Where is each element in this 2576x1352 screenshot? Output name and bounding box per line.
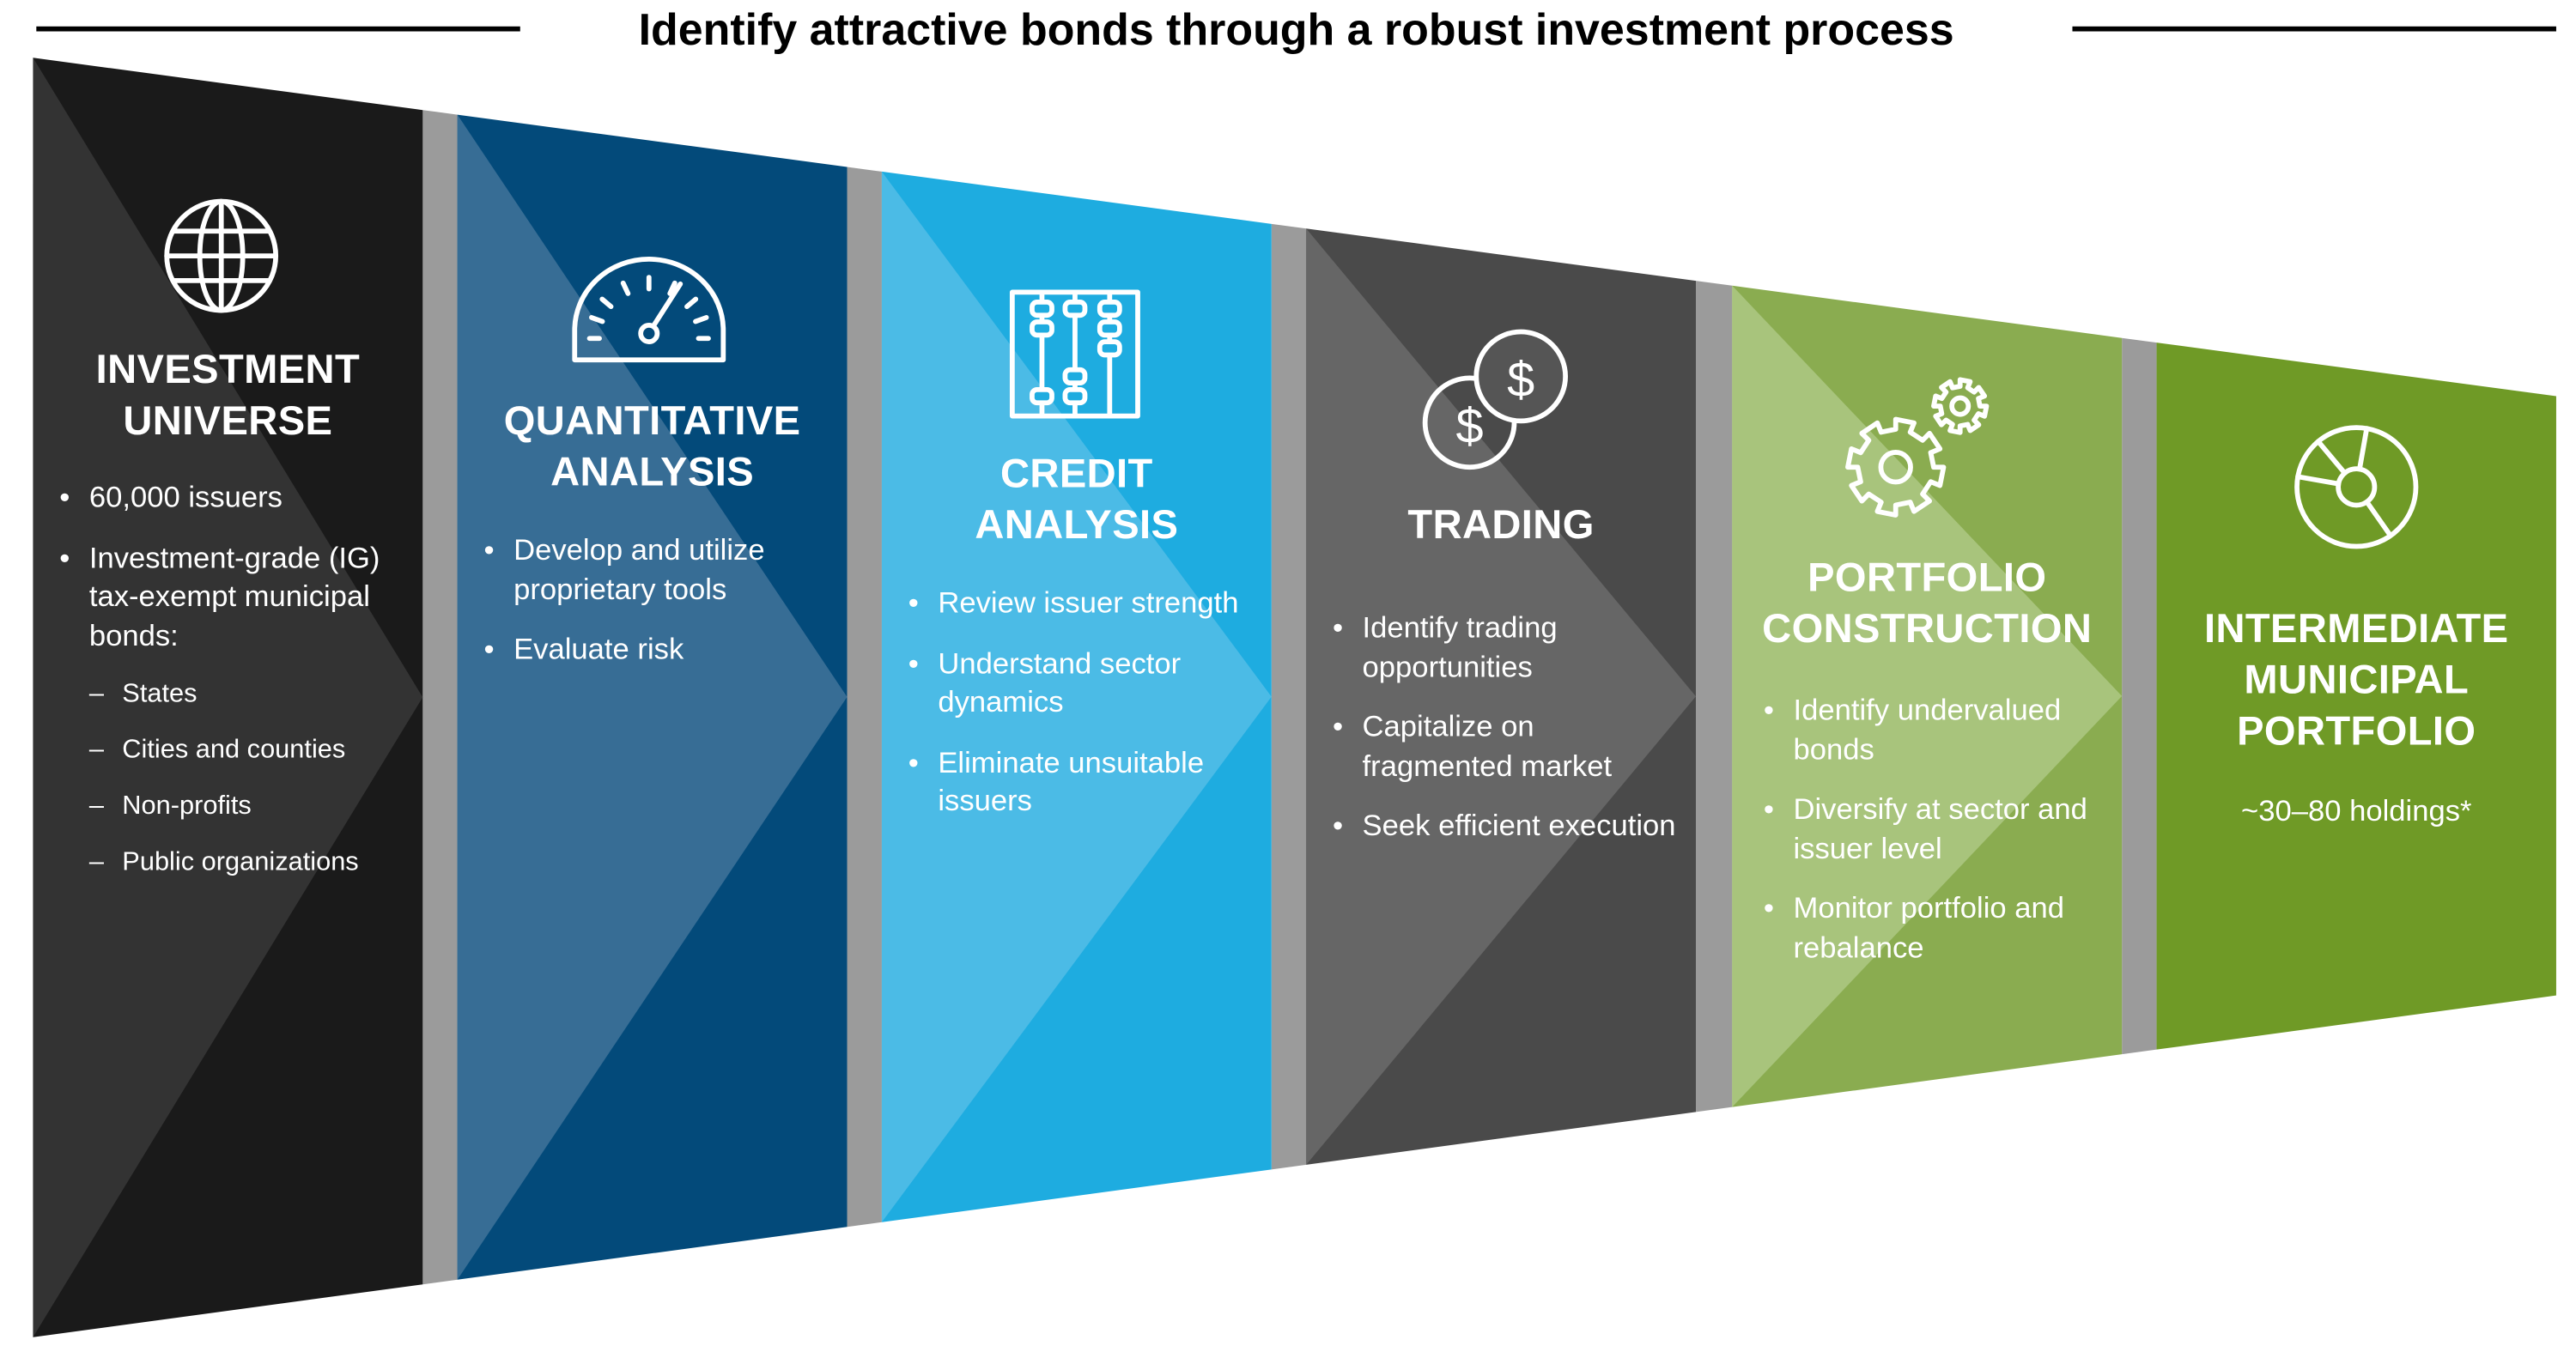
bullet: Eliminate unsuitable issuers [905, 743, 1260, 821]
separator-bar [422, 110, 458, 1285]
separator-bar [847, 167, 882, 1228]
heading-line: ANALYSIS [550, 451, 755, 495]
globe-icon [164, 198, 279, 313]
chevron-highlight [1306, 228, 1697, 1165]
bullet: Capitalize on fragmented market [1329, 708, 1684, 785]
abacus-icon [1009, 289, 1140, 419]
heading-line: QUANTITATIVE [503, 399, 801, 445]
heading-line: PORTFOLIO [2237, 709, 2476, 755]
gears-icon [1845, 377, 1990, 518]
stage-quantitative-analysis: QUANTITATIVE ANALYSIS Develop and utiliz… [458, 397, 848, 691]
stage-heading: INVESTMENT UNIVERSE [33, 345, 422, 447]
chevron-highlight [457, 114, 848, 1280]
bullet-list: Identify trading opportunities Capitaliz… [1306, 609, 1684, 846]
sub-bullet: Non-profits [89, 791, 395, 823]
heading-line: CREDIT [1000, 452, 1153, 497]
heading-line: CONSTRUCTION [1762, 607, 2093, 652]
stage-heading: CREDIT ANALYSIS [882, 449, 1272, 551]
bullet: Identify undervalued bonds [1760, 692, 2091, 769]
separator-bar [2122, 337, 2157, 1055]
title-rule-right [2072, 26, 2556, 32]
heading-line: MUNICIPAL [2244, 658, 2470, 704]
heading-line: UNIVERSE [123, 399, 333, 445]
stage-investment-universe: INVESTMENT UNIVERSE 60,000 issuers Inves… [33, 345, 422, 903]
stage-trading: TRADING Identify trading opportunities C… [1306, 500, 1696, 868]
bullet: Investment-grade (IG) tax-exempt municip… [56, 539, 394, 656]
bullet: Diversify at sector and issuer level [1760, 791, 2091, 868]
bullet-list: Develop and utilize proprietary tools Ev… [458, 531, 828, 670]
separator-bar [1271, 223, 1307, 1170]
pie-chart-icon [2294, 425, 2419, 549]
heading-line: INTERMEDIATE [2204, 607, 2509, 652]
bullet: Evaluate risk [481, 631, 828, 670]
page-title: Identify attractive bonds through a robu… [638, 4, 1954, 55]
heading-line: TRADING [1407, 503, 1595, 549]
heading-line: PORTFOLIO [1807, 556, 2047, 602]
sub-bullet: Public organizations [89, 847, 395, 880]
bullet: 60,000 issuers [56, 479, 394, 518]
bullet: Develop and utilize proprietary tools [481, 531, 828, 609]
stage-heading: INTERMEDIATE MUNICIPAL PORTFOLIO [2157, 604, 2556, 758]
stage-heading: TRADING [1306, 500, 1696, 552]
sub-bullet: Cities and counties [89, 735, 395, 767]
dollar-sign: $ [1507, 353, 1534, 408]
bullet: Seek efficient execution [1329, 807, 1684, 846]
heading-line: ANALYSIS [975, 503, 1179, 549]
stage-portfolio-construction: PORTFOLIO CONSTRUCTION Identify underval… [1732, 553, 2122, 989]
bullet: Monitor portfolio and rebalance [1760, 890, 2091, 967]
bullet-list: Identify undervalued bonds Diversify at … [1732, 692, 2090, 967]
separator-bar [1696, 281, 1733, 1113]
holdings-count: ~30–80 holdings* [2241, 794, 2472, 828]
dollar-sign: $ [1456, 398, 1484, 453]
bullet-list: 60,000 issuers Investment-grade (IG) tax… [33, 479, 394, 880]
title-rule-left [36, 26, 520, 32]
stage-heading: QUANTITATIVE ANALYSIS [458, 397, 848, 499]
bullet: Understand sector dynamics [905, 645, 1260, 722]
column-intermediate-portfolio [2156, 343, 2556, 1050]
bullet: Identify trading opportunities [1329, 609, 1684, 687]
coins-icon: $$ [1422, 329, 1568, 470]
sub-bullet: States [89, 678, 395, 711]
stage-heading: PORTFOLIO CONSTRUCTION [1732, 553, 2122, 655]
bullet: Review issuer strength [905, 585, 1260, 623]
stage-intermediate-municipal-portfolio: INTERMEDIATE MUNICIPAL PORTFOLIO ~30–80 … [2157, 604, 2556, 829]
speedometer-icon [572, 257, 726, 363]
bullet-list: Review issuer strength Understand sector… [882, 585, 1260, 822]
heading-line: INVESTMENT [95, 348, 361, 393]
stage-credit-analysis: CREDIT ANALYSIS Review issuer strength U… [882, 449, 1272, 843]
